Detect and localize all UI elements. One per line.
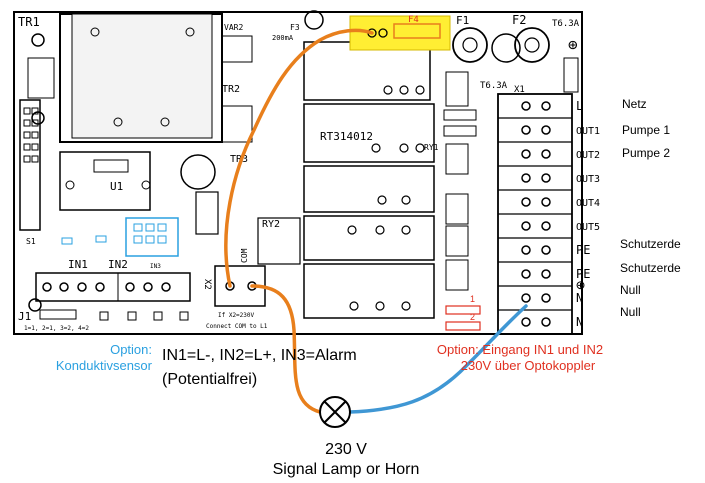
ic-chip — [195, 191, 219, 235]
label-opt-2: 2 — [470, 312, 475, 322]
fuse-holder-f2 — [514, 27, 550, 63]
label-in3: IN3 — [150, 263, 161, 270]
small-parts — [443, 71, 477, 291]
label-f1-rating: T6.3A — [480, 81, 508, 91]
small-component — [563, 57, 579, 93]
orange-wire-lamp — [250, 284, 322, 414]
annotation-netz: Netz — [622, 97, 647, 111]
fuse-holder-f1 — [452, 27, 488, 63]
terminal-label-0: L — [576, 99, 583, 113]
label-x1: X1 — [514, 85, 525, 95]
label-j1-row: 1=1, 2=1, 3=2, 4=2 — [24, 325, 89, 332]
label-f3: F3 — [290, 23, 300, 32]
annotation-option-sensor-1: Option: — [110, 342, 152, 357]
label-j1: J1 — [18, 310, 31, 323]
annotation-null-1: Null — [620, 283, 641, 297]
label-ry1: RY1 — [424, 143, 439, 152]
annotation-lamp-voltage: 230 V — [325, 441, 367, 458]
label-tr3: TR3 — [230, 154, 248, 165]
option-optocoupler — [445, 305, 481, 331]
trimmer — [221, 105, 253, 143]
annotation-pumpe2: Pumpe 2 — [622, 146, 670, 160]
terminal-label-7: PE — [576, 267, 590, 281]
label-in2: IN2 — [108, 258, 128, 271]
label-vr2: VAR2 — [224, 23, 243, 32]
option-sensor-parts — [61, 217, 179, 257]
annotation-schutzerde-1: Schutzerde — [620, 237, 681, 251]
terminal-label-4: OUT4 — [576, 198, 600, 209]
label-f3-rating: 200mA — [272, 34, 294, 42]
input-terminal-block — [28, 272, 191, 312]
relay-ry2 — [257, 217, 301, 265]
label-opt-1: 1 — [470, 294, 475, 304]
label-f4: F4 — [408, 15, 419, 25]
annotation-inputs-line2: (Potentialfrei) — [162, 371, 257, 388]
label-x2: X2 — [202, 279, 212, 290]
label-s1: S1 — [26, 237, 36, 246]
annotation-option-opto-2: 230V über Optokoppler — [461, 358, 596, 373]
annotation-pumpe1: Pumpe 1 — [622, 123, 670, 137]
terminal-label-3: OUT3 — [576, 174, 600, 185]
label-f1: F1 — [456, 14, 469, 27]
varistor — [221, 35, 253, 63]
lamp-symbol — [319, 396, 351, 428]
label-rt: RT314012 — [320, 130, 373, 143]
ic-u1 — [59, 151, 151, 211]
label-com: COM — [240, 248, 249, 263]
annotation-option-sensor-2: Konduktivsensor — [56, 358, 153, 373]
annotation-null-2: Null — [620, 305, 641, 319]
annotation-schutzerde-2: Schutzerde — [620, 261, 681, 275]
fuse-holder-f3 — [304, 10, 324, 30]
ground-symbol-top: ⊕ — [568, 35, 578, 54]
terminal-block-x1 — [497, 93, 573, 335]
orange-wire-fuse — [224, 28, 374, 288]
annotation-option-opto-1: Option: Eingang IN1 und IN2 — [437, 342, 603, 357]
label-f2: F2 — [512, 13, 526, 27]
label-tr1: TR1 — [18, 15, 40, 29]
relay-pins — [347, 85, 425, 311]
terminal-label-6: PE — [576, 243, 590, 257]
jumper-blocks — [39, 309, 189, 321]
label-tr2: TR2 — [222, 84, 240, 95]
annotation-inputs-line1: IN1=L-, IN2=L+, IN3=Alarm — [162, 347, 357, 364]
label-in1: IN1 — [68, 258, 88, 271]
terminal-label-5: OUT5 — [576, 222, 600, 233]
terminal-label-8: N — [576, 291, 583, 305]
ground-symbol-right: ⊕ — [576, 276, 585, 294]
label-ry2: RY2 — [262, 219, 280, 230]
left-connector — [19, 99, 41, 231]
fuse-f4 — [393, 23, 441, 39]
terminal-label-2: OUT2 — [576, 150, 600, 161]
terminal-label-1: OUT1 — [576, 126, 600, 137]
label-x2-note: If X2=230V — [218, 312, 255, 319]
blue-wire-null — [348, 304, 528, 414]
label-u1: U1 — [110, 180, 123, 193]
annotation-lamp-desc: Signal Lamp or Horn — [273, 461, 420, 478]
terminal-label-9: N — [576, 315, 583, 329]
label-f2-rating: T6.3A — [552, 19, 580, 29]
label-connect-note: Connect COM to L1 — [206, 323, 268, 330]
transformer-tr1 — [27, 13, 223, 143]
fuse-f4-highlight — [349, 15, 451, 51]
capacitor — [180, 154, 216, 190]
